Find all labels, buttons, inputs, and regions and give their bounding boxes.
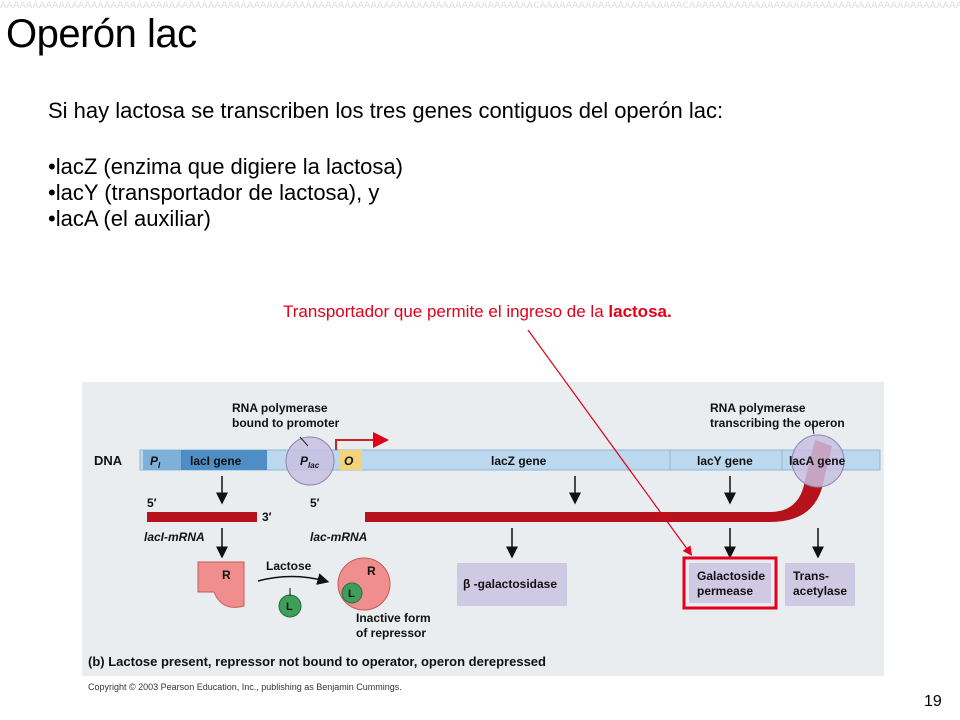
copyright-text: Copyright © 2003 Pearson Education, Inc.… [88, 682, 402, 692]
laci-mrna-strand [147, 512, 257, 522]
five-prime-label: 5′ [147, 496, 157, 510]
intro-text: Si hay lactosa se transcriben los tres g… [48, 98, 724, 123]
permease-label-1: Galactoside [697, 569, 765, 583]
bullet-list: •lacZ (enzima que digiere la lactosa) •l… [48, 154, 403, 232]
permease-note: Transportador que permite el ingreso de … [283, 302, 672, 322]
page-number: 19 [924, 693, 942, 710]
bound-lactose [341, 582, 363, 604]
laca-gene-label: lacA gene [789, 454, 846, 468]
lacz-gene-label: lacZ gene [491, 454, 547, 468]
lactose-arrow [257, 573, 330, 585]
plac-label: Plac [300, 454, 320, 470]
dna-label: DNA [94, 453, 123, 468]
transcription-start-arrow [335, 432, 389, 450]
beta-galactosidase-box [457, 563, 567, 606]
rna-polymerase-promoter [285, 436, 335, 486]
lactose-l-label: L [286, 601, 293, 613]
inactive-label-1: Inactive form [356, 611, 431, 625]
repressor-inactive-label: R [367, 564, 376, 578]
laci-gene-label: lacI gene [190, 454, 242, 468]
lac-operon-figure [82, 382, 884, 676]
operator-region [340, 450, 362, 470]
lac-mrna-strand [365, 440, 832, 522]
rnap-promoter-label-2: bound to promoter [232, 416, 340, 430]
permease-label-2: permease [697, 584, 753, 598]
bullet-lacz: •lacZ (enzima que digiere la lactosa) [48, 154, 403, 179]
transacetylase-label-1: Trans- [793, 569, 829, 583]
operator-label: O [344, 454, 354, 468]
rnap-promoter-label-1: RNA polymerase [232, 401, 328, 415]
repressor-label: R [222, 568, 231, 582]
repressor-inactive [337, 557, 391, 611]
figure-caption: (b) Lactose present, repressor not bound… [88, 654, 546, 669]
slide-title: Operón lac [6, 12, 197, 56]
inactive-label-2: of repressor [356, 626, 426, 640]
rnap-operon-label-1: RNA polymerase [710, 401, 806, 415]
bound-lactose-label: L [348, 588, 355, 600]
leader-line [299, 436, 309, 447]
laci-mrna-label: lacI-mRNA [144, 530, 205, 544]
pointer-arrow [527, 329, 693, 556]
pi-promoter-region [143, 450, 181, 470]
note-text: Transportador que permite el ingreso de … [283, 302, 609, 321]
transacetylase-box [785, 563, 855, 606]
repressor-active [197, 561, 245, 608]
bullet-lacy: •lacY (transportador de lactosa), y [48, 180, 380, 205]
permease-highlight-box [682, 556, 778, 610]
laci-gene-region [181, 450, 267, 470]
transacetylase-label-2: acetylase [793, 584, 847, 598]
note-bold-word: lactosa. [608, 302, 672, 321]
rna-polymerase-operon [791, 434, 845, 488]
leader-line [811, 423, 815, 435]
permease-box [689, 563, 771, 603]
lac-mrna-label: lac-mRNA [310, 530, 367, 544]
beta-galactosidase-label: β -galactosidase [463, 577, 557, 591]
five-prime-label-2: 5′ [310, 496, 320, 510]
lacy-gene-label: lacY gene [697, 454, 753, 468]
rnap-operon-label-2: transcribing the operon [710, 416, 845, 430]
bullet-laca: •lacA (el auxiliar) [48, 206, 211, 231]
pi-label: PI [150, 454, 161, 470]
lactose-label: Lactose [266, 559, 312, 573]
three-prime-label: 3′ [262, 510, 272, 524]
